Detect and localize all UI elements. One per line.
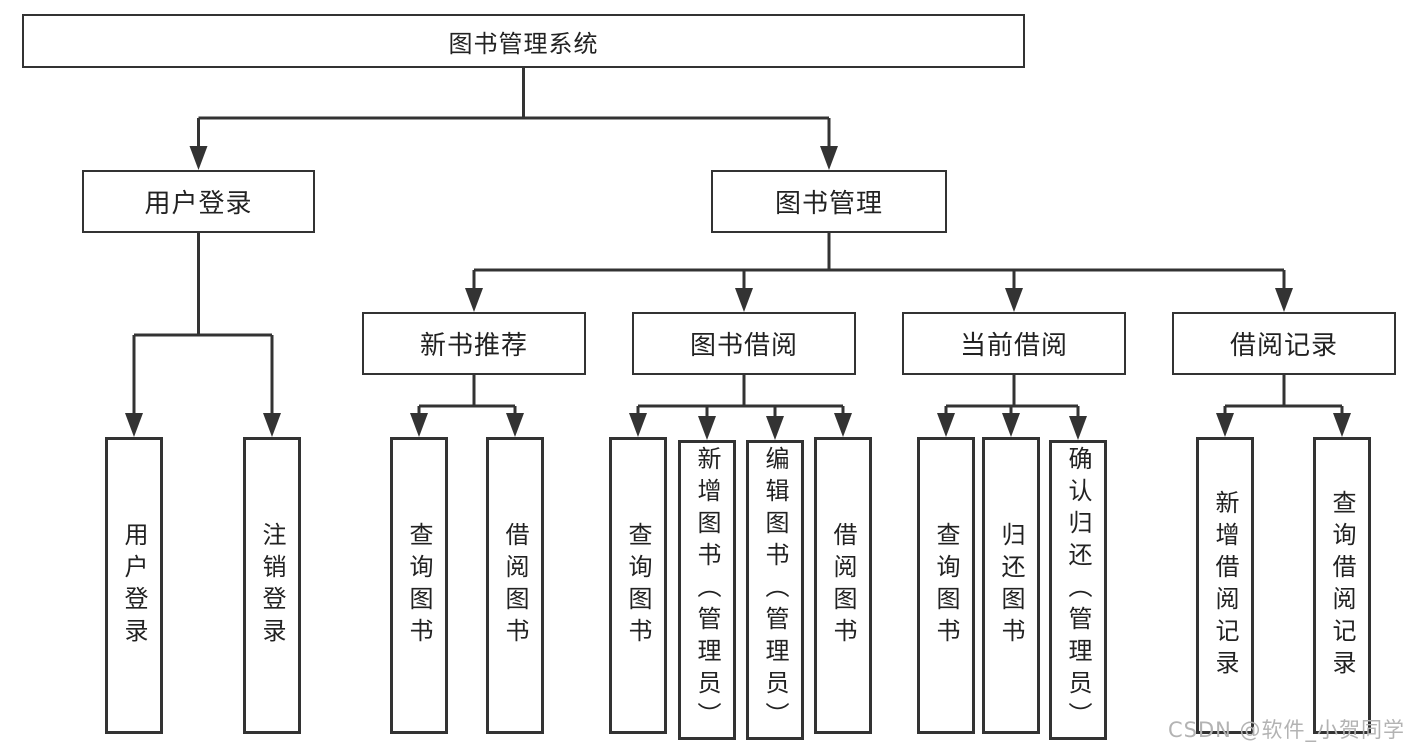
arrowheads <box>125 146 1351 440</box>
leaf-confirm-return-admin: 确认归还（管理员） <box>1049 440 1107 740</box>
leaf-user-login-label: 用户登录 <box>120 521 148 650</box>
leaf-borrow-book-recommend: 借阅图书 <box>486 437 544 734</box>
node-new-book-recommend: 新书推荐 <box>362 312 586 375</box>
leaf-edit-book-admin-label: 编辑图书（管理员） <box>761 446 789 734</box>
node-user-login-label: 用户登录 <box>144 189 253 219</box>
node-book-borrowing: 图书借阅 <box>632 312 856 375</box>
leaf-borrow-book-recommend-label: 借阅图书 <box>501 521 529 650</box>
node-library-system-label: 图书管理系统 <box>448 29 599 58</box>
node-current-borrowing: 当前借阅 <box>902 312 1126 375</box>
leaf-add-borrow-record-label: 新增借阅记录 <box>1211 489 1239 682</box>
leaf-user-login: 用户登录 <box>105 437 163 734</box>
leaf-query-book-recommend: 查询图书 <box>390 437 448 734</box>
leaf-confirm-return-admin-label: 确认归还（管理员） <box>1064 446 1092 734</box>
leaf-query-book-borrowing: 查询图书 <box>609 437 667 734</box>
leaf-query-book-borrowing-label: 查询图书 <box>624 521 652 650</box>
leaf-borrow-book-label: 借阅图书 <box>829 521 857 650</box>
leaf-logout: 注销登录 <box>243 437 301 734</box>
leaf-borrow-book: 借阅图书 <box>814 437 872 734</box>
leaf-add-book-admin-label: 新增图书（管理员） <box>693 446 721 734</box>
leaf-query-book-current: 查询图书 <box>917 437 975 734</box>
node-user-login: 用户登录 <box>82 170 315 233</box>
leaf-edit-book-admin: 编辑图书（管理员） <box>746 440 804 740</box>
tree-edges <box>132 68 1344 433</box>
csdn-watermark: CSDN @软件_小贺同学 <box>1168 718 1405 742</box>
node-library-system: 图书管理系统 <box>22 14 1025 68</box>
leaf-query-book-current-label: 查询图书 <box>932 521 960 650</box>
node-current-borrowing-label: 当前借阅 <box>959 331 1068 361</box>
leaf-add-book-admin: 新增图书（管理员） <box>678 440 736 740</box>
leaf-query-book-recommend-label: 查询图书 <box>405 521 433 650</box>
leaf-add-borrow-record: 新增借阅记录 <box>1196 437 1254 734</box>
node-new-book-recommend-label: 新书推荐 <box>419 331 528 361</box>
leaf-return-book-label: 归还图书 <box>997 521 1025 650</box>
node-borrowing-records: 借阅记录 <box>1172 312 1396 375</box>
node-borrowing-records-label: 借阅记录 <box>1229 331 1338 361</box>
node-book-management: 图书管理 <box>711 170 947 233</box>
leaf-logout-label: 注销登录 <box>258 521 286 650</box>
leaf-query-borrow-record: 查询借阅记录 <box>1313 437 1371 734</box>
leaf-return-book: 归还图书 <box>982 437 1040 734</box>
node-book-borrowing-label: 图书借阅 <box>689 331 798 361</box>
leaf-query-borrow-record-label: 查询借阅记录 <box>1328 489 1356 682</box>
node-book-management-label: 图书管理 <box>774 189 883 219</box>
